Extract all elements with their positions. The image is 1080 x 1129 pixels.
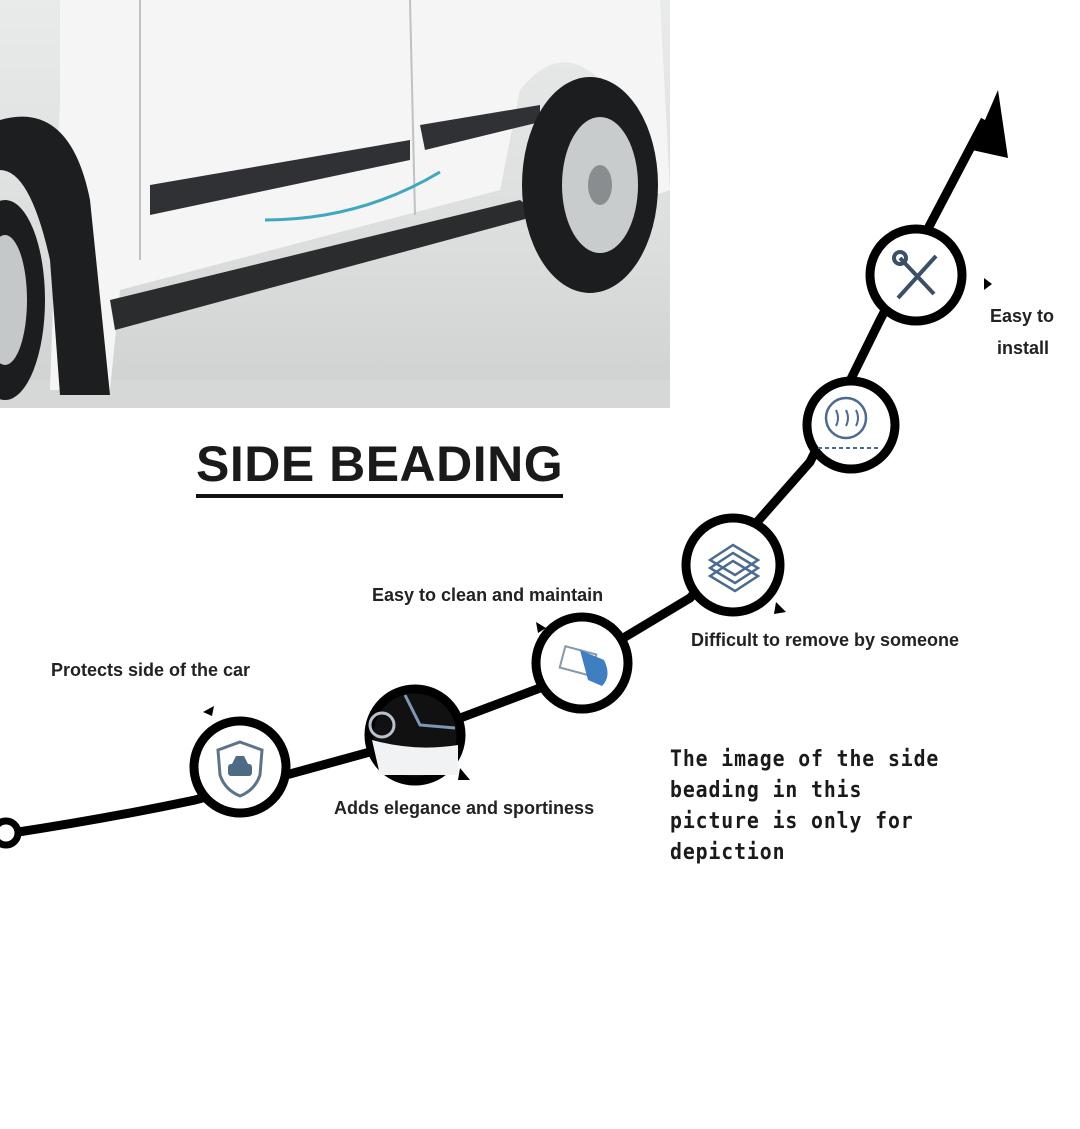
car-illustration: [0, 0, 670, 408]
hand-wipe-icon: [580, 650, 608, 686]
arrow-head-icon: [972, 90, 1008, 158]
feature-label-remove: Difficult to remove by someone: [691, 630, 960, 650]
layers-icon: [707, 543, 761, 593]
car-side-photo: [0, 0, 670, 408]
feature-node-clean: [531, 612, 633, 714]
heat-resistant-icon: [824, 396, 868, 440]
feature-node-heat: [802, 376, 900, 474]
feature-node-protect: [189, 706, 291, 818]
disclaimer-text: The image of the side beading in this pi…: [670, 744, 1039, 868]
disclaimer-line-1: The image of the side beading in this: [670, 747, 940, 803]
page-title: SIDE BEADING: [196, 436, 564, 498]
feature-label-clean: Easy to clean and maintain: [372, 585, 604, 605]
feature-node-install: [865, 224, 992, 326]
tools-icon: [892, 250, 938, 300]
car-wheel-icon: [372, 740, 458, 775]
start-node: [0, 817, 22, 849]
feature-label-protect: Protects side of the car: [51, 660, 251, 680]
feature-node-elegance: [364, 684, 470, 786]
shield-car-icon: [216, 740, 264, 798]
feature-label-install-2: install: [997, 338, 1050, 358]
feature-node-remove: [681, 513, 786, 617]
disclaimer-line-2: picture is only for depiction: [670, 809, 914, 865]
feature-label-elegance: Adds elegance and sportiness: [334, 798, 595, 818]
timeline-line: [11, 117, 989, 838]
feature-label-install-1: Easy to: [990, 306, 1055, 326]
